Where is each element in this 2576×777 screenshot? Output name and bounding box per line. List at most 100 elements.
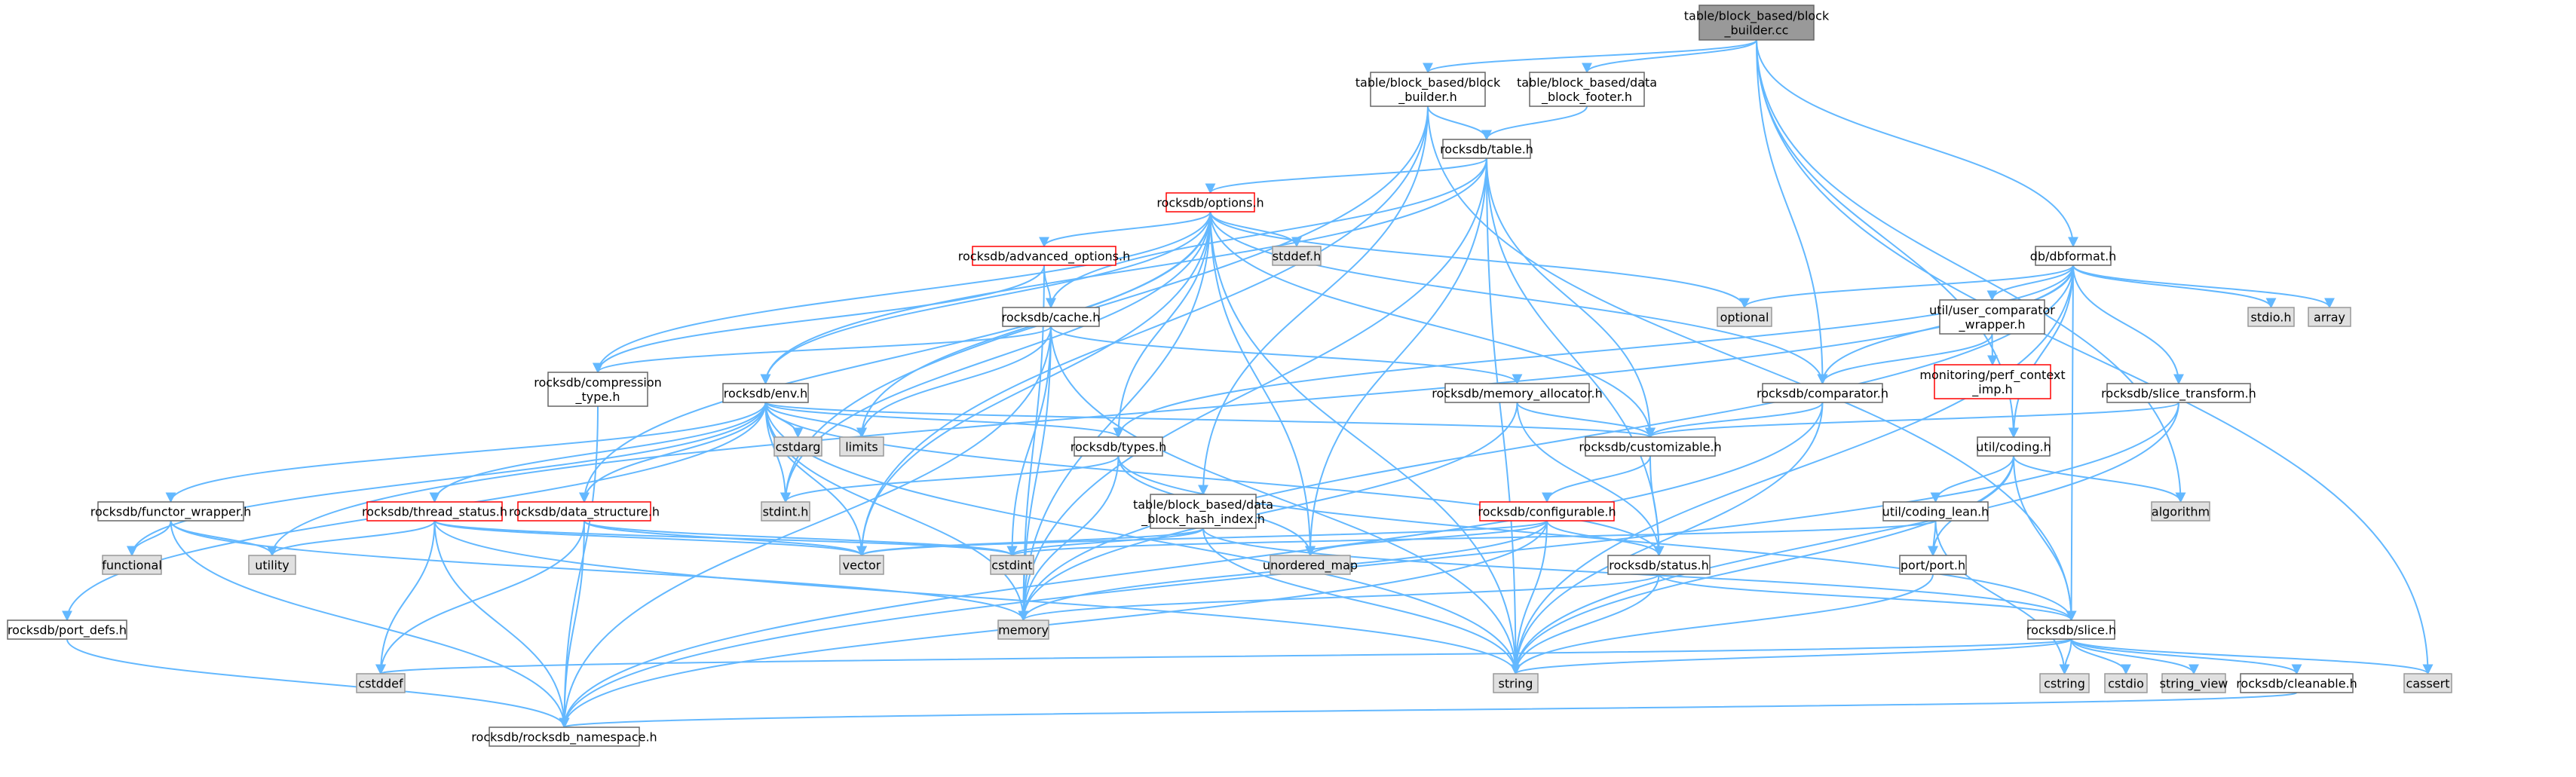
node-comparator_h[interactable]: rocksdb/comparator.h bbox=[1757, 383, 1888, 403]
node-box-dbformat_h[interactable] bbox=[2035, 246, 2112, 266]
node-optional[interactable]: optional bbox=[1717, 307, 1772, 327]
node-stdint_h[interactable]: stdint.h bbox=[761, 501, 810, 522]
node-cstddef[interactable]: cstddef bbox=[356, 673, 406, 693]
node-functor_wrapper[interactable]: rocksdb/functor_wrapper.h bbox=[90, 501, 251, 522]
node-box-rocksdb_namespace[interactable] bbox=[489, 727, 640, 747]
node-string[interactable]: string bbox=[1493, 673, 1539, 693]
node-box-data_block_footer[interactable] bbox=[1529, 72, 1645, 107]
node-cstdint[interactable]: cstdint bbox=[990, 555, 1034, 575]
node-customizable_h[interactable]: rocksdb/customizable.h bbox=[1579, 436, 1722, 457]
node-box-root[interactable] bbox=[1698, 5, 1815, 41]
node-box-perf_context[interactable] bbox=[1934, 364, 2051, 399]
node-box-memory[interactable] bbox=[997, 619, 1049, 640]
node-data_structure[interactable]: rocksdb/data_structure.h bbox=[509, 501, 660, 522]
node-box-configurable_h[interactable] bbox=[1479, 501, 1615, 522]
node-box-bb_builder_h[interactable] bbox=[1370, 72, 1486, 107]
node-data_block_footer[interactable]: table/block_based/data_block_footer.h bbox=[1517, 72, 1657, 107]
node-data_block_hash_index[interactable]: table/block_based/data_block_hash_index.… bbox=[1133, 494, 1273, 529]
node-box-cstddef[interactable] bbox=[356, 673, 406, 693]
node-box-optional[interactable] bbox=[1717, 307, 1772, 327]
node-box-slice_transform[interactable] bbox=[2106, 383, 2251, 403]
node-array[interactable]: array bbox=[2308, 307, 2351, 327]
node-slice_h[interactable]: rocksdb/slice.h bbox=[2026, 619, 2116, 640]
node-cstdarg[interactable]: cstdarg bbox=[773, 436, 822, 457]
node-root[interactable]: table/block_based/block_builder.cc bbox=[1684, 5, 1830, 41]
node-utility[interactable]: utility bbox=[248, 555, 296, 575]
node-box-port_h[interactable] bbox=[1899, 555, 1967, 575]
node-dbformat_h[interactable]: db/dbformat.h bbox=[2030, 246, 2117, 266]
node-advanced_options_h[interactable]: rocksdb/advanced_options.h bbox=[958, 246, 1130, 266]
node-box-cstdarg[interactable] bbox=[773, 436, 822, 457]
node-cache_h[interactable]: rocksdb/cache.h bbox=[1002, 307, 1101, 327]
node-box-string[interactable] bbox=[1493, 673, 1539, 693]
node-box-string_view[interactable] bbox=[2161, 673, 2226, 693]
node-coding_lean[interactable]: util/coding_lean.h bbox=[1882, 501, 1989, 522]
node-unordered_map[interactable]: unordered_map bbox=[1263, 555, 1358, 575]
node-box-data_structure[interactable] bbox=[517, 501, 651, 522]
node-box-compression_type[interactable] bbox=[547, 372, 648, 407]
node-cstring[interactable]: cstring bbox=[2039, 673, 2090, 693]
node-box-utility[interactable] bbox=[248, 555, 296, 575]
node-box-stddef_h[interactable] bbox=[1272, 246, 1322, 266]
node-stddef_h[interactable]: stddef.h bbox=[1272, 246, 1322, 266]
node-box-port_defs[interactable] bbox=[7, 619, 127, 640]
node-box-cleanable_h[interactable] bbox=[2240, 673, 2354, 693]
node-box-limits[interactable] bbox=[839, 436, 884, 457]
node-table_h[interactable]: rocksdb/table.h bbox=[1440, 139, 1533, 159]
node-env_h[interactable]: rocksdb/env.h bbox=[722, 383, 809, 403]
node-functional[interactable]: functional bbox=[102, 555, 162, 575]
node-box-functor_wrapper[interactable] bbox=[97, 501, 244, 522]
node-slice_transform[interactable]: rocksdb/slice_transform.h bbox=[2101, 383, 2256, 403]
node-thread_status[interactable]: rocksdb/thread_status.h bbox=[362, 501, 507, 522]
node-port_defs[interactable]: rocksdb/port_defs.h bbox=[7, 619, 127, 640]
node-cstdio[interactable]: cstdio bbox=[2104, 673, 2148, 693]
node-box-customizable_h[interactable] bbox=[1585, 436, 1716, 457]
node-compression_type[interactable]: rocksdb/compression_type.h bbox=[534, 372, 662, 407]
node-cleanable_h[interactable]: rocksdb/cleanable.h bbox=[2236, 673, 2357, 693]
node-limits[interactable]: limits bbox=[839, 436, 884, 457]
node-box-util_user_comparator[interactable] bbox=[1939, 299, 2045, 335]
node-box-cache_h[interactable] bbox=[1002, 307, 1100, 327]
node-port_h[interactable]: port/port.h bbox=[1899, 555, 1967, 575]
node-util_user_comparator[interactable]: util/user_comparator_wrapper.h bbox=[1929, 299, 2055, 335]
node-status_h[interactable]: rocksdb/status.h bbox=[1607, 555, 1711, 575]
node-box-array[interactable] bbox=[2308, 307, 2351, 327]
node-box-data_block_hash_index[interactable] bbox=[1150, 494, 1257, 529]
node-box-advanced_options_h[interactable] bbox=[972, 246, 1116, 266]
node-box-cstdint[interactable] bbox=[990, 555, 1034, 575]
node-box-coding_h[interactable] bbox=[1977, 436, 2051, 457]
node-bb_builder_h[interactable]: table/block_based/block_builder.h bbox=[1355, 72, 1501, 107]
node-box-env_h[interactable] bbox=[722, 383, 809, 403]
node-options_h[interactable]: rocksdb/options.h bbox=[1156, 192, 1264, 213]
node-box-thread_status[interactable] bbox=[366, 501, 503, 522]
node-coding_h[interactable]: util/coding.h bbox=[1976, 436, 2051, 457]
node-memory_allocator[interactable]: rocksdb/memory_allocator.h bbox=[1432, 383, 1603, 403]
node-box-cstdio[interactable] bbox=[2104, 673, 2148, 693]
node-box-comparator_h[interactable] bbox=[1762, 383, 1883, 403]
node-box-memory_allocator[interactable] bbox=[1444, 383, 1590, 403]
node-cassert[interactable]: cassert bbox=[2403, 673, 2452, 693]
node-rocksdb_namespace[interactable]: rocksdb/rocksdb_namespace.h bbox=[471, 727, 657, 747]
node-algorithm[interactable]: algorithm bbox=[2151, 501, 2210, 522]
node-box-functional[interactable] bbox=[102, 555, 162, 575]
node-box-coding_lean[interactable] bbox=[1882, 501, 1989, 522]
node-types_h[interactable]: rocksdb/types.h bbox=[1071, 436, 1166, 457]
node-box-unordered_map[interactable] bbox=[1270, 555, 1351, 575]
node-perf_context[interactable]: monitoring/perf_context_imp.h bbox=[1919, 364, 2066, 399]
node-box-cstring[interactable] bbox=[2039, 673, 2090, 693]
node-box-types_h[interactable] bbox=[1074, 436, 1163, 457]
node-box-stdint_h[interactable] bbox=[761, 501, 810, 522]
node-memory[interactable]: memory bbox=[997, 619, 1049, 640]
node-string_view[interactable]: string_view bbox=[2160, 673, 2228, 693]
node-box-slice_h[interactable] bbox=[2027, 619, 2115, 640]
node-box-status_h[interactable] bbox=[1607, 555, 1711, 575]
node-box-options_h[interactable] bbox=[1165, 192, 1255, 213]
node-box-vector[interactable] bbox=[839, 555, 884, 575]
node-box-stdio_h[interactable] bbox=[2247, 307, 2295, 327]
node-stdio_h[interactable]: stdio.h bbox=[2247, 307, 2295, 327]
node-box-algorithm[interactable] bbox=[2151, 501, 2210, 522]
node-vector[interactable]: vector bbox=[839, 555, 884, 575]
node-box-table_h[interactable] bbox=[1442, 139, 1531, 159]
node-configurable_h[interactable]: rocksdb/configurable.h bbox=[1478, 501, 1616, 522]
node-box-cassert[interactable] bbox=[2403, 673, 2452, 693]
